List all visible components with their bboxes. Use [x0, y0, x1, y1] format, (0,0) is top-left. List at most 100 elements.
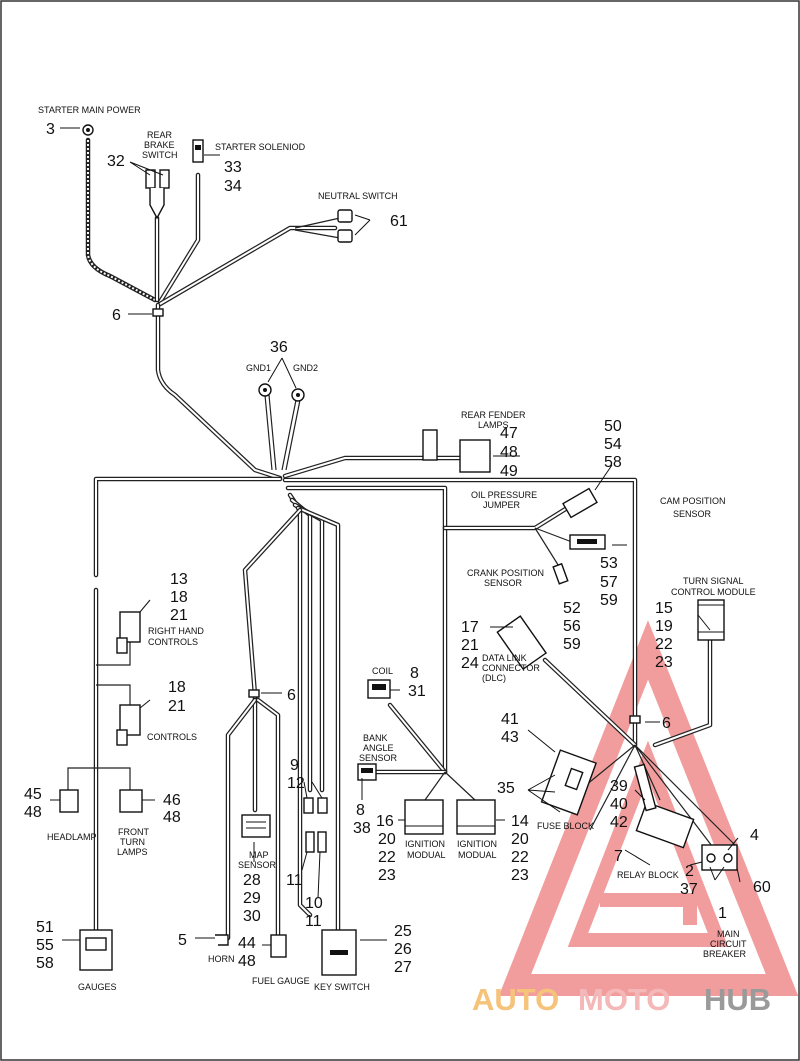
- callout-56: 56: [563, 618, 581, 635]
- callout-57: 57: [600, 574, 618, 591]
- callout-10: 10: [305, 895, 323, 912]
- callout-6-right: 6: [662, 715, 671, 732]
- starter-solenoid-connector: [192, 139, 204, 163]
- callout-42: 42: [610, 814, 628, 831]
- label-coil: COIL: [372, 666, 393, 676]
- label-ignition-2a: IGNITION: [457, 839, 497, 849]
- callout-47: 47: [500, 425, 518, 442]
- component-labels: STARTER MAIN POWER REAR BRAKE SWITCH STA…: [38, 105, 756, 992]
- label-ignition-1a: IGNITION: [405, 839, 445, 849]
- callout-33: 33: [224, 159, 242, 176]
- key-switch: [321, 929, 357, 976]
- callout-3: 3: [46, 121, 55, 138]
- label-map-sensor-2: SENSOR: [238, 860, 277, 870]
- callout-39: 39: [610, 778, 628, 795]
- label-headlamp: HEADLAMP: [47, 832, 97, 842]
- callout-13: 13: [170, 571, 188, 588]
- callout-leaders: [50, 127, 741, 946]
- callout-numbers: 3 32 33 34 61 6 36 47 48 49 50 54 58 53 …: [24, 121, 771, 976]
- label-dlc-3: (DLC): [482, 673, 506, 683]
- callout-43: 43: [501, 729, 519, 746]
- callout-6-top: 6: [112, 307, 121, 324]
- label-oil-pressure-1: OIL PRESSURE: [471, 490, 537, 500]
- label-map-sensor-1: MAP: [249, 850, 269, 860]
- callout-21-c: 21: [168, 698, 186, 715]
- label-ignition-2b: MODUAL: [458, 850, 497, 860]
- callout-15: 15: [655, 600, 673, 617]
- callout-48-c: 48: [163, 809, 181, 826]
- ignition-module-1: [404, 799, 444, 835]
- callout-52: 52: [563, 600, 581, 617]
- callout-48-a: 48: [500, 444, 518, 461]
- main-circuit-breaker: [701, 844, 738, 871]
- callout-17: 17: [461, 619, 479, 636]
- fuel-gauge-connector: [270, 934, 287, 958]
- label-bank-angle-2: ANGLE: [363, 743, 394, 753]
- callout-40: 40: [610, 796, 628, 813]
- callout-48-d: 48: [238, 953, 256, 970]
- callout-16: 16: [376, 813, 394, 830]
- watermark-logo: [498, 620, 799, 996]
- connector-pair-9-12: [303, 797, 328, 814]
- label-crank-position-2: SENSOR: [484, 578, 523, 588]
- callout-50: 50: [604, 418, 622, 435]
- harness-clip-6-top: [152, 308, 164, 317]
- label-controls: CONTROLS: [147, 732, 197, 742]
- label-cam-position-1: CAM POSITION: [660, 496, 726, 506]
- label-key-switch: KEY SWITCH: [314, 982, 370, 992]
- label-gauges: GAUGES: [78, 982, 117, 992]
- callout-6-center: 6: [287, 687, 296, 704]
- callout-29: 29: [243, 890, 261, 907]
- callout-7: 7: [614, 848, 623, 865]
- callout-46: 46: [163, 792, 181, 809]
- label-dlc-1: DATA LINK: [482, 653, 527, 663]
- label-dlc-2: CONNECTOR: [482, 663, 540, 673]
- right-hand-controls-connector: [116, 611, 141, 654]
- callout-58-a: 58: [604, 454, 622, 471]
- callout-60: 60: [753, 879, 771, 896]
- cam-position-sensor: [569, 534, 606, 550]
- callout-45: 45: [24, 786, 42, 803]
- label-right-hand-controls-1: RIGHT HAND: [148, 626, 204, 636]
- callout-26: 26: [394, 941, 412, 958]
- label-fuse-block: FUSE BLOCK: [537, 821, 594, 831]
- callout-37: 37: [680, 881, 698, 898]
- label-ignition-1b: MODUAL: [407, 850, 446, 860]
- fuse-block: [540, 749, 597, 816]
- label-turn-signal-2: CONTROL MODULE: [671, 587, 756, 597]
- label-main-breaker-1: MAIN: [717, 929, 740, 939]
- callout-38: 38: [353, 820, 371, 837]
- oil-pressure-jumper-connector: [562, 487, 598, 519]
- neutral-switch-connector: [337, 209, 353, 243]
- label-gnd2: GND2: [293, 363, 318, 373]
- controls-connector: [116, 704, 141, 746]
- callout-59-a: 59: [600, 592, 618, 609]
- label-starter-solenoid: STARTER SOLENIOD: [215, 142, 306, 152]
- callout-14: 14: [511, 813, 529, 830]
- callout-20-b: 20: [511, 831, 529, 848]
- label-fuel-gauge: FUEL GAUGE: [252, 976, 310, 986]
- map-sensor: [241, 814, 271, 838]
- harness-clip-6-center: [248, 689, 260, 698]
- label-relay-block: RELAY BLOCK: [617, 870, 679, 880]
- callout-5: 5: [178, 932, 187, 949]
- callout-22-b: 22: [378, 849, 396, 866]
- label-rear-brake-2: BRAKE: [144, 140, 175, 150]
- horn-terminal: [215, 934, 229, 946]
- label-bank-angle-1: BANK: [363, 733, 388, 743]
- coil-connector: [367, 679, 391, 699]
- label-right-hand-controls-2: CONTROLS: [148, 637, 198, 647]
- callout-58-b: 58: [36, 955, 54, 972]
- label-front-turn-2: TURN: [120, 837, 145, 847]
- callout-54: 54: [604, 436, 622, 453]
- callout-51: 51: [36, 919, 54, 936]
- callout-21-a: 21: [170, 607, 188, 624]
- callout-1: 1: [718, 905, 727, 922]
- callout-24: 24: [461, 655, 479, 672]
- callout-22-a: 22: [655, 636, 673, 653]
- callout-34: 34: [224, 178, 242, 195]
- label-rear-fender-1: REAR FENDER: [461, 410, 526, 420]
- crank-position-sensor: [552, 562, 569, 585]
- callout-27: 27: [394, 959, 412, 976]
